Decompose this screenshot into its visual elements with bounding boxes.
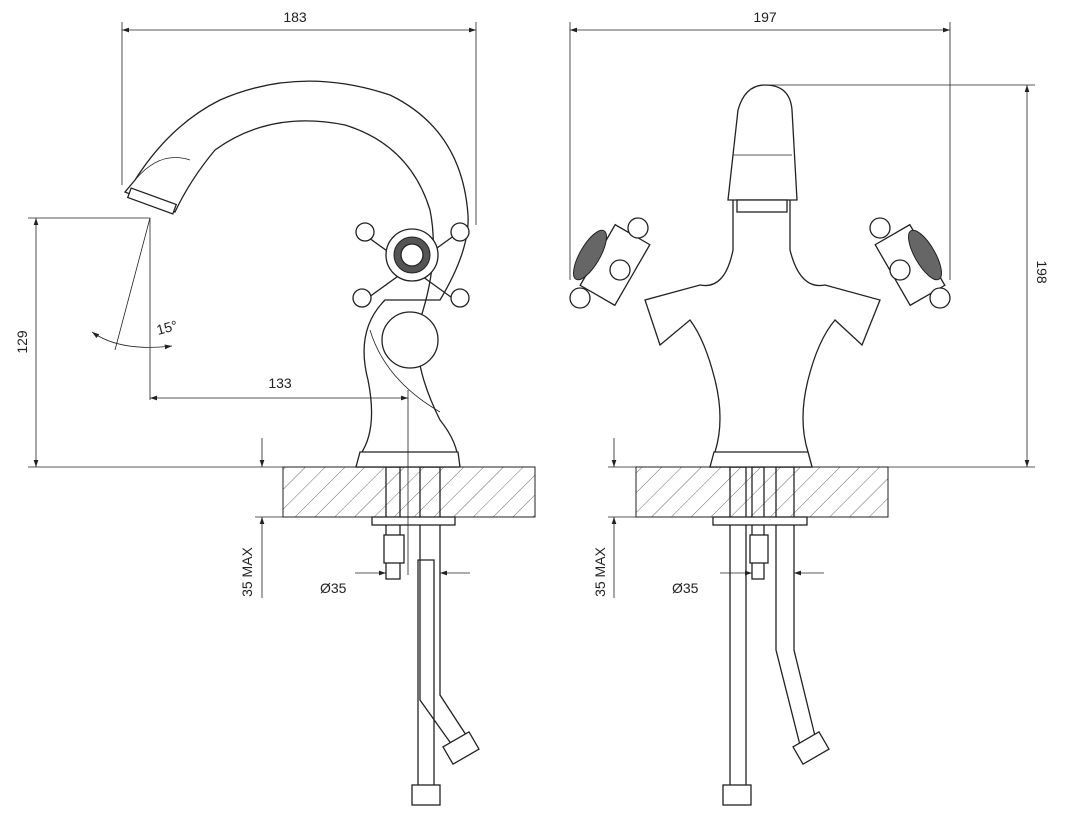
left-cross-handle: [569, 217, 651, 309]
side-view: 183 129 15° 133 35 MAX Ø35: [14, 9, 536, 806]
faucet-body: [123, 80, 469, 468]
mounting-plate: [371, 516, 456, 526]
width-dimension: 197: [753, 9, 777, 25]
escutcheon: [709, 451, 813, 468]
hose-nut: [792, 730, 830, 766]
diameter-dimension: Ø35: [672, 580, 699, 596]
aerator: [736, 199, 788, 213]
hexagon-nut: [749, 534, 769, 564]
height-dimension: 198: [1034, 260, 1050, 284]
hexagon-nut: [383, 534, 405, 564]
width-dimension: 183: [283, 9, 307, 25]
angle-dimension: 15°: [155, 317, 180, 338]
spout: [727, 84, 798, 201]
counter-thickness-dimension: 35 MAX: [239, 546, 255, 596]
counter-thickness-dimension: 35 MAX: [592, 546, 608, 596]
front-view: 197 198 35 MAX Ø35: [569, 9, 1050, 806]
cross-handle: [352, 222, 470, 369]
hose-nut: [722, 784, 752, 806]
aerator: [126, 187, 178, 215]
right-cross-handle: [869, 217, 951, 309]
mounting-plate: [712, 516, 808, 526]
countertop-section: [635, 466, 889, 518]
reach-dimension: 133: [268, 375, 292, 391]
hose-nut: [411, 784, 441, 806]
countertop-section: [282, 466, 536, 518]
faucet-body: [644, 194, 881, 468]
hose-nut: [442, 730, 480, 766]
diameter-dimension: Ø35: [320, 580, 347, 596]
height-dimension: 129: [14, 330, 30, 354]
